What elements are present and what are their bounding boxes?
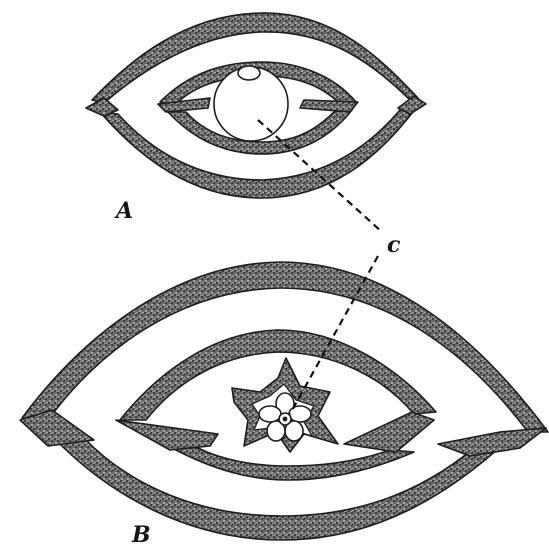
figure-b [20, 262, 548, 540]
figure-b-right-joint [438, 428, 546, 456]
figure-b-inner-left-wing [116, 420, 218, 450]
figure-a-ovule-apex [238, 66, 260, 80]
callout-label-c: c [387, 232, 401, 258]
figure-a-label: A [114, 198, 133, 224]
figure-b-outer-lower-band [54, 438, 510, 540]
figure-b-label: B [131, 522, 151, 548]
figure-b-inner-right-wing [344, 412, 434, 452]
figure-a-inner-right-wing [300, 100, 358, 112]
figure-b-inner-lower-band [172, 448, 414, 480]
figure-a [86, 13, 426, 198]
